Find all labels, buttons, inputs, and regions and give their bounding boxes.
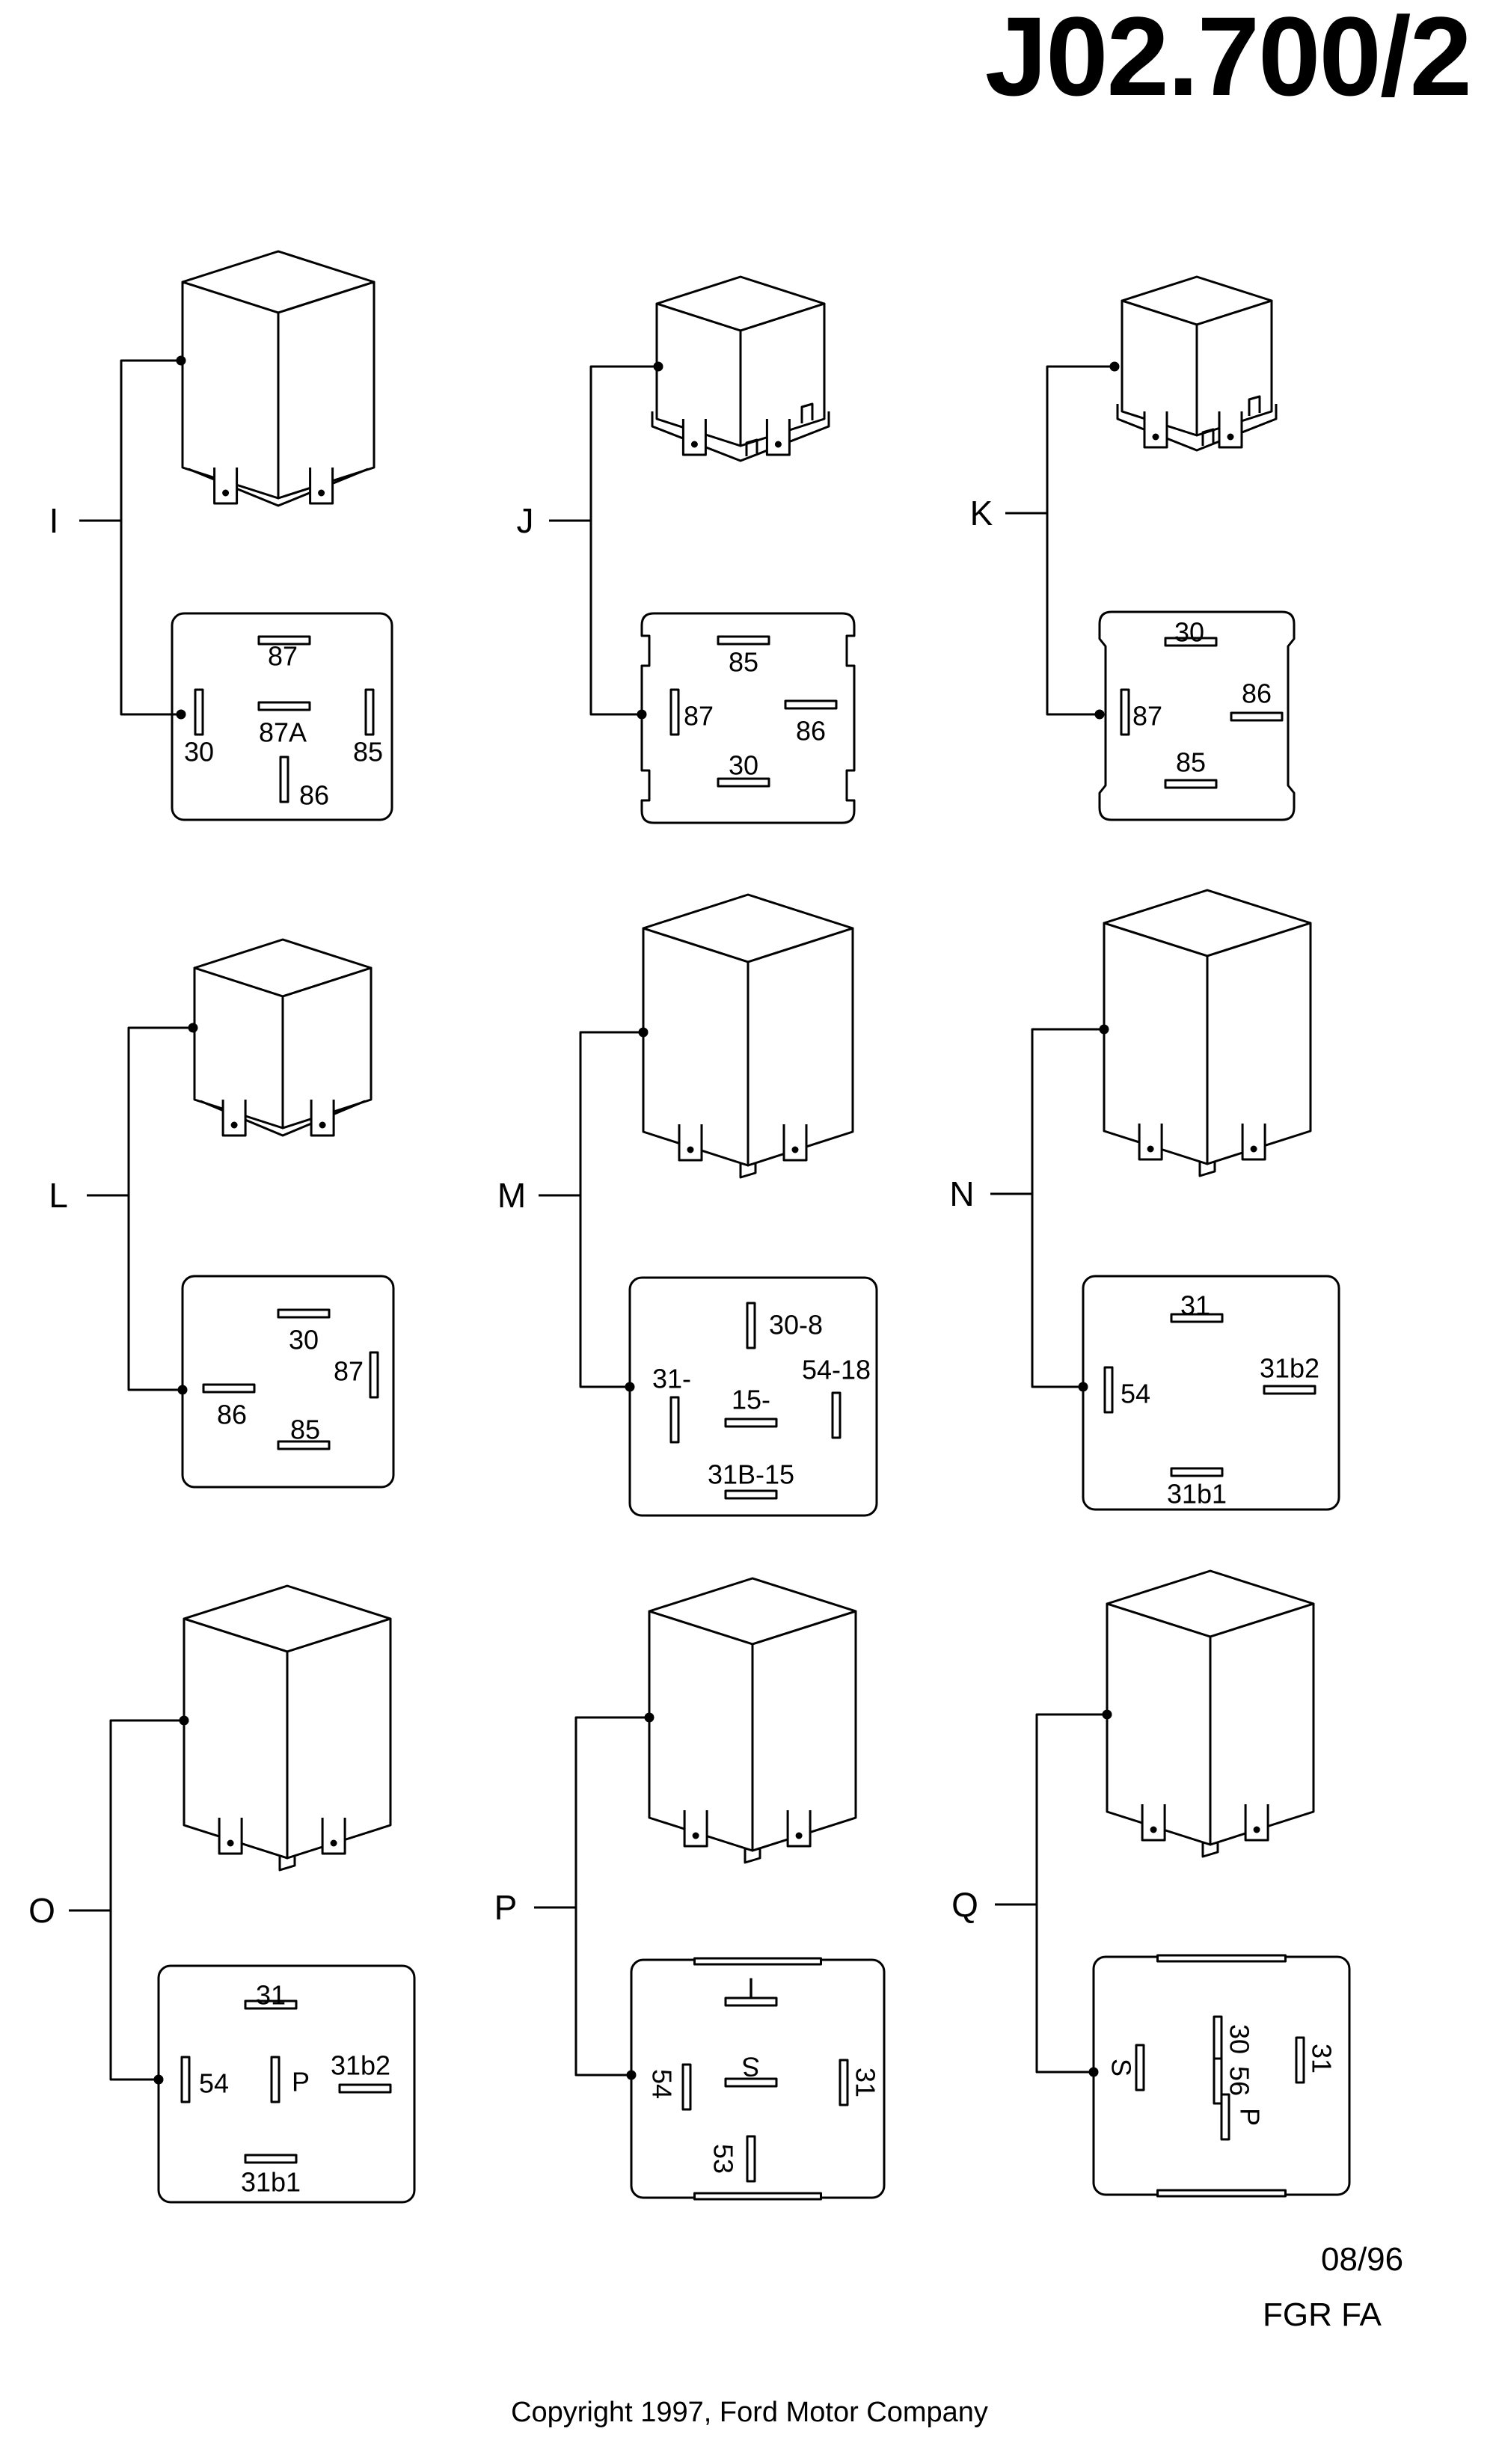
relay-group: I 87 87A 30 85 86 [49, 250, 393, 821]
pin-label: P [292, 2067, 310, 2097]
pin-label: 15- [732, 1385, 770, 1415]
pin-label: 85 [290, 1415, 320, 1445]
pin-label: 86 [299, 780, 329, 811]
pin-label: 85 [1176, 747, 1206, 778]
relay-id-label: L [49, 1176, 68, 1215]
pin-label: 86 [217, 1400, 247, 1430]
pin-label: 86 [796, 716, 826, 747]
relay-illustration [651, 275, 830, 462]
pin-label: 31b1 [1167, 1479, 1227, 1510]
callout-bracket [589, 365, 658, 716]
pin-label: 30 [184, 737, 214, 767]
maker-code: FGR FA [1263, 2296, 1382, 2333]
pin-label: 87 [684, 701, 714, 732]
document-title: J02.700/2 [984, 0, 1472, 119]
pin-label: 87 [334, 1356, 364, 1387]
pin-label: 54 [646, 2069, 677, 2099]
relay-illustration [1103, 889, 1312, 1177]
relay-group: O 31 54 P 31b2 31b1 [28, 1584, 416, 2204]
pin-label: 31b2 [1260, 1353, 1319, 1384]
callout-bracket [120, 359, 181, 716]
callout-bracket [579, 1031, 643, 1388]
relay-group: K 30 87 86 85 [970, 275, 1296, 821]
relay-id-label: P [494, 1888, 518, 1927]
pin-label: 54-18 [802, 1355, 871, 1385]
callout-bracket [574, 1716, 649, 2077]
relay-id-label: N [949, 1174, 974, 1213]
pin-label: 53 [708, 2144, 738, 2174]
pin-label: 56 [1224, 2066, 1254, 2096]
relay-id-label: I [49, 501, 59, 540]
callout-bracket [1046, 365, 1115, 716]
pin-label: 31 [1306, 2044, 1337, 2074]
callout-bracket [127, 1026, 193, 1391]
relay-group: Q S 30 56P 31 [951, 1569, 1351, 2198]
relay-illustration [642, 893, 854, 1179]
relay-illustration [181, 250, 375, 507]
pin-label: 31b2 [331, 2050, 390, 2081]
pin-label: 30-8 [769, 1310, 823, 1340]
pinout-panel: 30-8 31- 54-18 15- 31B-15 [628, 1276, 878, 1517]
relay-group: N 31 54 31b2 31b1 [949, 889, 1340, 1511]
pin-label: P [1234, 2108, 1265, 2126]
pin-label: 31 [850, 2068, 880, 2097]
relay-id-label: M [497, 1176, 526, 1215]
relay-id-label: K [970, 494, 993, 533]
relay-illustration [183, 1584, 392, 1872]
pinout-panel: 85 87 86 30 [640, 612, 856, 824]
relay-illustration [648, 1577, 857, 1864]
pin-label: 31- [652, 1364, 691, 1394]
pin-label: 30 [289, 1325, 319, 1355]
pin-label: 31b1 [241, 2167, 301, 2198]
pin-label: 30 [1174, 617, 1204, 648]
relay-illustration [1106, 1569, 1315, 1858]
pin-label: S [742, 2051, 760, 2082]
pinout-panel: S 30 56P 31 [1092, 1954, 1351, 2198]
pin-label: 31 [256, 1980, 286, 2011]
pin-label: 54 [1121, 1379, 1150, 1409]
pinout-panel: 30 87 86 85 [181, 1275, 395, 1489]
pin-label: 54 [199, 2068, 229, 2099]
pin-label: 87 [1132, 701, 1162, 732]
pin-label: 85 [353, 737, 383, 767]
pin-label: 31 [1180, 1290, 1210, 1321]
date-code: 08/96 [1321, 2241, 1404, 2278]
pin-label: 30 [729, 750, 758, 781]
relay-group: J 85 87 86 30 [517, 275, 856, 824]
pin-label: S [1106, 2059, 1136, 2077]
pin-label: 87 [268, 641, 298, 672]
pin-label: 31B-15 [708, 1459, 794, 1490]
relay-illustration [1116, 275, 1278, 452]
pin-label: 86 [1242, 678, 1272, 709]
pinout-panel: 87 87A 30 85 86 [171, 612, 393, 821]
callout-bracket [109, 1719, 184, 2081]
relay-id-label: J [517, 501, 534, 540]
relay-group: M 30-8 31- 54-18 15- 31B-15 [497, 893, 878, 1517]
pinout-panel: I 54 S 31 53 [630, 1957, 886, 2201]
copyright-notice: Copyright 1997, Ford Motor Company [511, 2397, 988, 2428]
pin-label: I [747, 1973, 755, 2003]
pinout-panel: 31 54 31b2 31b1 [1082, 1275, 1340, 1511]
relay-id-label: Q [951, 1885, 978, 1924]
pin-label: 87A [259, 717, 307, 748]
pinout-panel: 31 54 P 31b2 31b1 [157, 1964, 416, 2204]
callout-bracket [1031, 1028, 1104, 1388]
pin-label: 85 [729, 647, 758, 678]
pinout-panel: 30 87 86 85 [1098, 610, 1296, 821]
pin-label: 30 [1224, 2024, 1254, 2054]
callout-bracket [1035, 1713, 1107, 2074]
relay-illustration [193, 938, 373, 1137]
relay-id-label: O [28, 1891, 55, 1930]
relay-group: P I 54 S 31 53 [494, 1577, 886, 2201]
relay-group: L 30 87 86 85 [49, 938, 395, 1489]
